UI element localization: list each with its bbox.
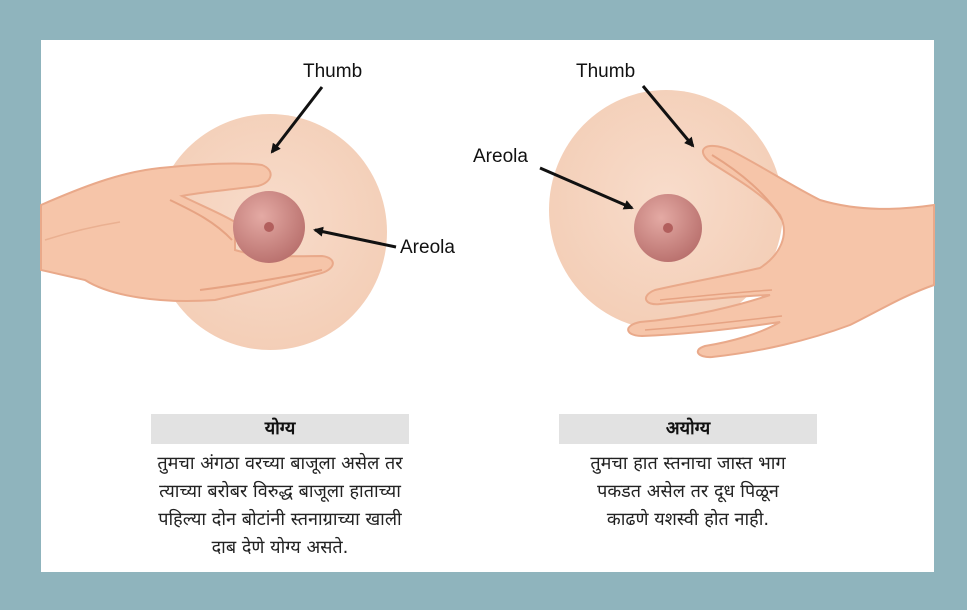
- right-thumb-label: Thumb: [576, 61, 635, 83]
- left-thumb-label: Thumb: [303, 61, 362, 83]
- right-caption: अयोग्य तुमचा हात स्तनाचा जास्त भाग पकडत …: [538, 414, 838, 534]
- right-figure-incorrect: [540, 86, 934, 357]
- right-caption-title: अयोग्य: [559, 414, 817, 444]
- left-caption-title: योग्य: [151, 414, 409, 444]
- right-caption-text: तुमचा हात स्तनाचा जास्त भाग पकडत असेल तर…: [538, 450, 838, 534]
- right-areola-label: Areola: [473, 146, 528, 168]
- right-nipple: [663, 223, 673, 233]
- left-caption: योग्य तुमचा अंगठा वरच्या बाजूला असेल तर …: [110, 414, 450, 562]
- left-caption-text: तुमचा अंगठा वरच्या बाजूला असेल तर त्याच्…: [110, 450, 450, 562]
- left-areola-label: Areola: [400, 237, 455, 259]
- left-nipple: [264, 222, 274, 232]
- left-figure-correct: [41, 87, 396, 350]
